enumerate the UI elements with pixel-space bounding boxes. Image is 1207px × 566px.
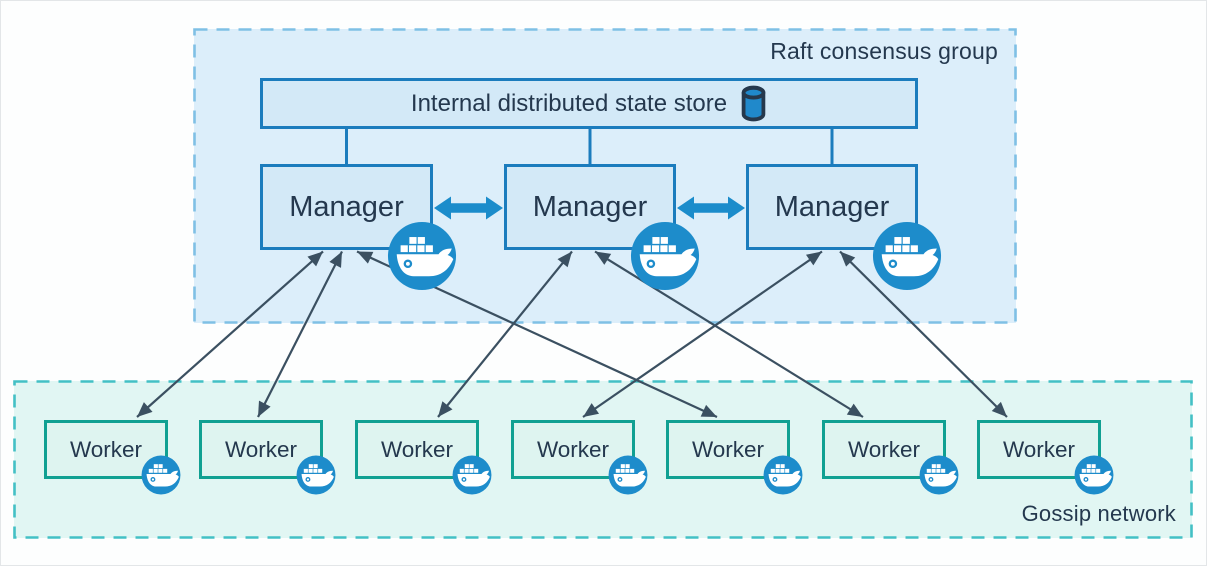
raft-group-border [193,28,1017,324]
worker-node-2-label: Worker [224,436,298,462]
worker-node-1-label: Worker [69,436,143,462]
worker-node-1: Worker [44,420,181,495]
worker-node-4-label: Worker [536,436,610,462]
manager-worker-arrow [356,250,718,418]
manager-peer-arrow [434,196,503,220]
manager-node-3: Manager [746,164,942,291]
worker-node-6-label: Worker [847,436,921,462]
manager-peer-arrow [677,196,745,220]
manager-node-3-label: Manager [774,190,890,223]
manager-worker-arrow [257,251,343,418]
state-store-box: Internal distributed state store [260,78,918,129]
raft-group-label: Raft consensus group [770,38,998,64]
worker-node-3-label: Worker [380,436,454,462]
gossip-network-label: Gossip network [1021,501,1176,526]
manager-worker-arrow [136,250,324,418]
worker-node-7: Worker [977,420,1114,495]
manager-node-1: Manager [260,164,457,291]
state-store-label: Internal distributed state store [410,89,728,117]
manager-node-1-label: Manager [289,190,404,223]
worker-node-3: Worker [355,420,492,495]
worker-node-4: Worker [511,420,648,495]
manager-worker-arrow [437,250,573,418]
manager-node-2: Manager [504,164,700,291]
worker-node-6: Worker [822,420,959,495]
manager-worker-arrow [594,250,864,418]
manager-worker-arrow [839,250,1008,418]
database-cylinder-icon [741,85,766,122]
manager-worker-arrow [582,250,823,418]
manager-node-2-label: Manager [532,190,648,223]
worker-node-5-label: Worker [691,436,765,462]
worker-node-5: Worker [666,420,803,495]
worker-node-7-label: Worker [1002,436,1076,462]
gossip-group-border [13,380,1193,539]
worker-node-2: Worker [199,420,336,495]
